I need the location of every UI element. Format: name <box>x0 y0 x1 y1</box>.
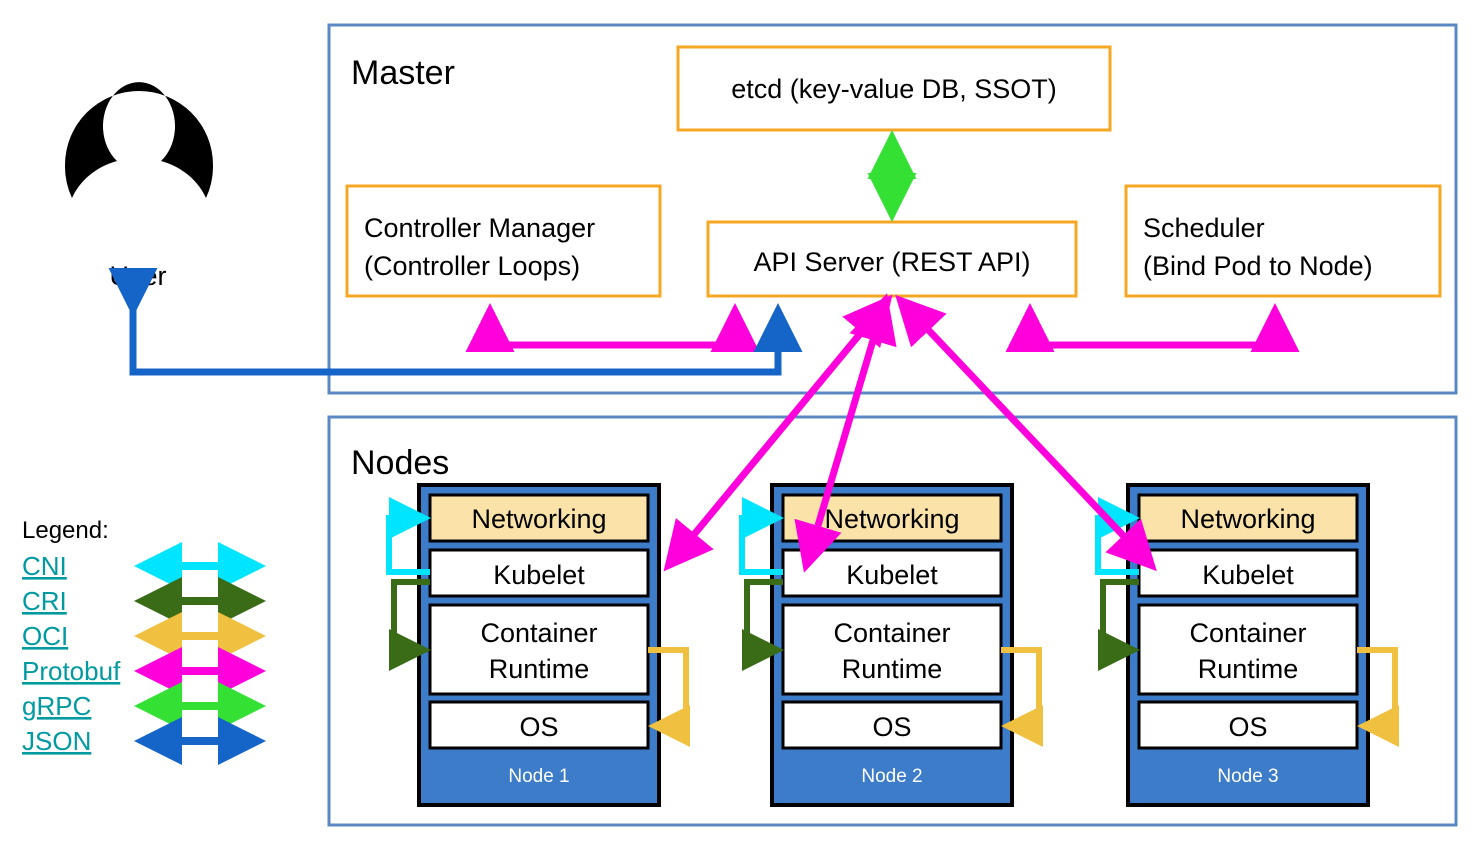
legend-label-protobuf[interactable]: Protobuf <box>22 656 121 686</box>
node-1-networking-label: Networking <box>471 504 606 534</box>
node-1-os-label: OS <box>519 712 558 742</box>
protobuf-controller-apiserver-connector <box>465 303 760 352</box>
node-3[interactable]: Networking Kubelet Container Runtime OS … <box>1126 483 1370 807</box>
node-3-kubelet-label: Kubelet <box>1202 560 1294 590</box>
node-2-os-box[interactable] <box>781 700 1003 750</box>
oci-connector-node-1 <box>648 647 690 747</box>
node-3-name: Node 3 <box>1217 766 1278 787</box>
node-1-container-runtime-label-line2: Runtime <box>489 654 590 684</box>
cni-connector-node-1 <box>386 497 431 575</box>
cri-connector-node-1 <box>389 579 431 671</box>
nodes-title: Nodes <box>351 444 449 482</box>
legend-label-cni[interactable]: CNI <box>22 551 67 581</box>
legend-label-oci[interactable]: OCI <box>22 621 68 651</box>
node-3-container-runtime-box[interactable] <box>1137 603 1359 696</box>
protobuf-scheduler-apiserver-connector <box>1005 303 1300 352</box>
protobuf-connector-node-2-apiserver <box>794 293 897 573</box>
legend-label-json[interactable]: JSON <box>22 726 91 756</box>
node-1[interactable]: Networking Kubelet Container Runtime OS … <box>417 483 661 807</box>
node-3-networking-label: Networking <box>1180 504 1315 534</box>
user-label: User <box>109 261 166 291</box>
node-2-name: Node 2 <box>861 766 922 787</box>
node-2-container-runtime-label-line2: Runtime <box>842 654 943 684</box>
scheduler-box[interactable] <box>1124 184 1442 298</box>
json-user-apiserver-connector <box>108 268 803 376</box>
controller-manager-label-line1: Controller Manager <box>364 213 595 243</box>
master-title: Master <box>351 54 455 92</box>
legend-heading: Legend: <box>22 517 109 544</box>
node-3-os-label: OS <box>1228 712 1267 742</box>
node-1-networking-box[interactable] <box>428 493 650 543</box>
node-1-kubelet-label: Kubelet <box>493 560 585 590</box>
protobuf-connector-node-3-apiserver <box>895 294 1157 572</box>
scheduler-label-line2: (Bind Pod to Node) <box>1143 251 1373 281</box>
node-3-container-runtime-label-line1: Container <box>1189 618 1306 648</box>
api-server-label: API Server (REST API) <box>753 247 1030 277</box>
node-2-os-label: OS <box>872 712 911 742</box>
node-1-container-runtime-box[interactable] <box>428 603 650 696</box>
cri-connector-node-2 <box>742 579 784 671</box>
user-avatar-icon <box>64 82 214 198</box>
cri-connector-node-3 <box>1098 579 1140 671</box>
node-3-container-runtime-label-line2: Runtime <box>1198 654 1299 684</box>
legend-label-cri[interactable]: CRI <box>22 586 67 616</box>
node-1-kubelet-box[interactable] <box>428 548 650 598</box>
controller-manager-label-line2: (Controller Loops) <box>364 251 580 281</box>
oci-connector-node-2 <box>1001 647 1043 747</box>
oci-connector-node-3 <box>1357 647 1399 747</box>
node-1-os-box[interactable] <box>428 700 650 750</box>
etcd-label: etcd (key-value DB, SSOT) <box>731 74 1057 104</box>
node-2-networking-label: Networking <box>824 504 959 534</box>
legend-label-grpc[interactable]: gRPC <box>22 691 91 721</box>
scheduler-label-line1: Scheduler <box>1143 213 1265 243</box>
node-3-os-box[interactable] <box>1137 700 1359 750</box>
node-3-kubelet-box[interactable] <box>1137 548 1359 598</box>
node-2-container-runtime-box[interactable] <box>781 603 1003 696</box>
node-2-container-runtime-label-line1: Container <box>833 618 950 648</box>
node-1-name: Node 1 <box>508 766 569 787</box>
node-1-container-runtime-label-line1: Container <box>480 618 597 648</box>
node-2-kubelet-label: Kubelet <box>846 560 938 590</box>
node-2[interactable]: Networking Kubelet Container Runtime OS … <box>770 483 1014 807</box>
api-server-box[interactable] <box>706 220 1078 298</box>
